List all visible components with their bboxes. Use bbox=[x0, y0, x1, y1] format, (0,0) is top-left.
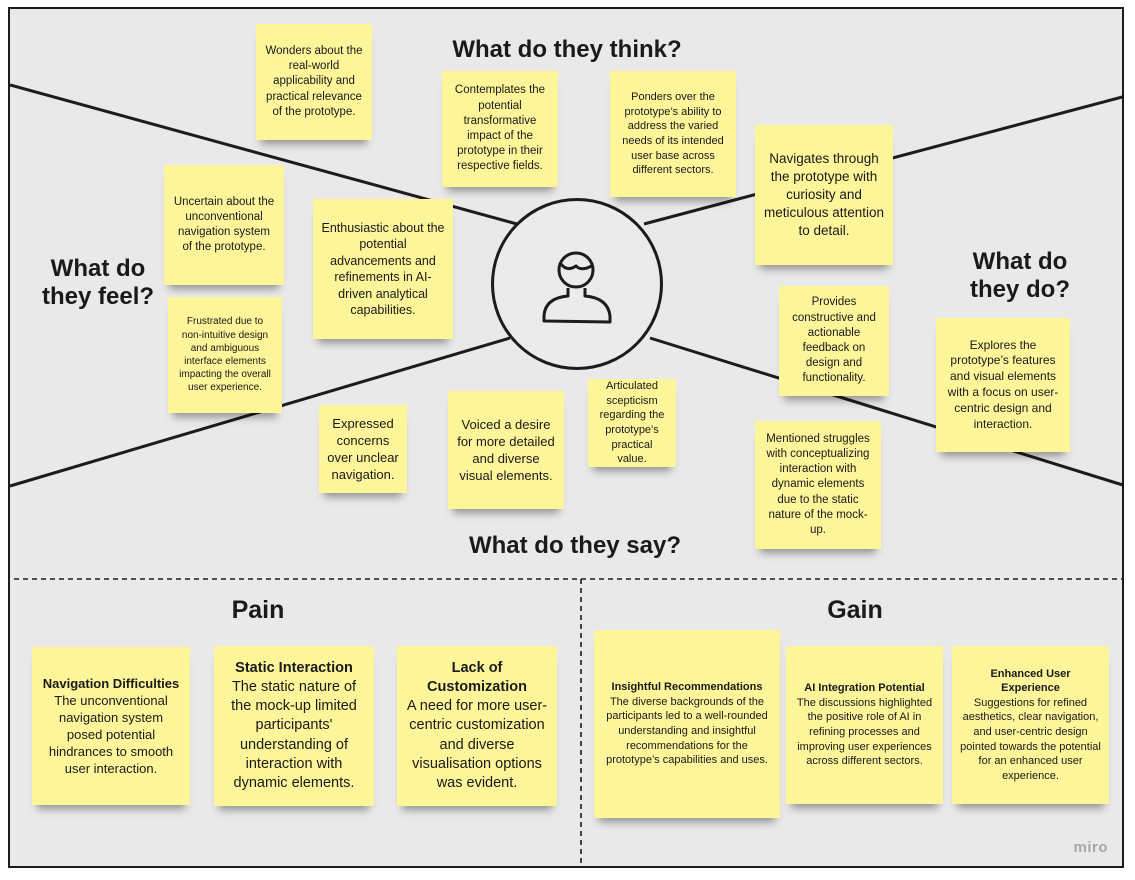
note-text: Mentioned struggles with conceptualizing… bbox=[766, 432, 870, 536]
do-heading-line-1: What do bbox=[972, 248, 1068, 275]
pain-note-body: The static nature of the mock-up limited… bbox=[231, 679, 357, 791]
sticky-note-think-transformative[interactable]: Contemplates the potential transformativ… bbox=[442, 71, 558, 187]
sticky-note-do-explores[interactable]: Explores the prototype’s features and vi… bbox=[936, 318, 1070, 452]
pain-note-title: Static Interaction bbox=[235, 660, 353, 677]
note-text: Voiced a desire for more detailed and di… bbox=[457, 416, 555, 484]
gain-note-ai[interactable]: AI Integration Potential The discussions… bbox=[786, 646, 943, 804]
note-text: Articulated scepticism regarding the pro… bbox=[599, 380, 665, 466]
gain-note-body: Suggestions for refined aesthetics, clea… bbox=[960, 696, 1101, 782]
center-persona-circle bbox=[491, 198, 663, 370]
diagonal-line-bottom-right bbox=[649, 336, 1122, 487]
user-icon bbox=[542, 251, 612, 324]
pain-note-static[interactable]: Static Interaction The static nature of … bbox=[214, 646, 374, 806]
pain-note-title: Navigation Difficulties bbox=[42, 675, 180, 691]
note-text: Explores the prototype’s features and vi… bbox=[947, 337, 1059, 431]
sticky-note-feel-enthusiastic[interactable]: Enthusiastic about the potential advance… bbox=[313, 199, 453, 339]
miro-watermark-logo: miro bbox=[1073, 839, 1108, 856]
gain-heading: Gain bbox=[827, 596, 883, 624]
gain-note-experience[interactable]: Enhanced User Experience Suggestions for… bbox=[952, 646, 1109, 804]
note-text: Frustrated due to non-intuitive design a… bbox=[179, 316, 271, 394]
note-text: Provides constructive and actionable fee… bbox=[792, 296, 876, 385]
think-heading: What do they think? bbox=[452, 36, 682, 63]
note-text: Enthusiastic about the potential advance… bbox=[321, 220, 445, 318]
gain-note-title: Insightful Recommendations bbox=[611, 681, 763, 694]
note-text: Ponders over the prototype’s ability to … bbox=[622, 91, 724, 177]
feel-heading-line-1: What do bbox=[50, 255, 146, 282]
gain-note-body: The discussions highlighted the positive… bbox=[796, 696, 933, 768]
feel-heading: What do they feel? bbox=[24, 255, 172, 310]
gain-note-body: The diverse backgrounds of the participa… bbox=[606, 695, 768, 767]
note-text: Uncertain about the unconventional navig… bbox=[173, 195, 275, 254]
pain-note-title: Lack of Customization bbox=[427, 660, 527, 696]
sticky-note-do-struggles[interactable]: Mentioned struggles with conceptualizing… bbox=[755, 421, 881, 549]
sticky-note-feel-uncertain[interactable]: Uncertain about the unconventional navig… bbox=[164, 165, 284, 285]
note-text: Contemplates the potential transformativ… bbox=[454, 84, 546, 173]
gain-note-title: AI Integration Potential bbox=[804, 682, 925, 695]
note-text: Navigates through the prototype with cur… bbox=[763, 151, 885, 238]
note-text: Expressed concerns over unclear navigati… bbox=[327, 415, 399, 483]
do-heading: What do they do? bbox=[950, 248, 1090, 303]
sticky-note-do-navigates[interactable]: Navigates through the prototype with cur… bbox=[755, 125, 893, 265]
sticky-note-think-needs[interactable]: Ponders over the prototype’s ability to … bbox=[610, 71, 736, 197]
gain-note-recommendations[interactable]: Insightful Recommendations The diverse b… bbox=[594, 630, 780, 818]
pain-heading: Pain bbox=[231, 596, 285, 624]
pain-note-navigation[interactable]: Navigation Difficulties The unconvention… bbox=[32, 647, 190, 805]
sticky-note-do-feedback[interactable]: Provides constructive and actionable fee… bbox=[779, 286, 889, 396]
sticky-note-say-concerns[interactable]: Expressed concerns over unclear navigati… bbox=[319, 405, 407, 493]
pain-note-customization[interactable]: Lack of Customization A need for more us… bbox=[397, 646, 557, 806]
note-text: Wonders about the real-world applicabili… bbox=[265, 45, 363, 118]
pain-note-body: A need for more user-centric customizati… bbox=[406, 698, 548, 791]
pain-note-body: The unconventional navigation system pos… bbox=[48, 692, 174, 777]
say-heading: What do they say? bbox=[468, 532, 682, 559]
empathy-map-board: What do they think? What do they feel? W… bbox=[8, 7, 1124, 868]
do-heading-line-2: they do? bbox=[970, 275, 1070, 303]
sticky-note-say-desire[interactable]: Voiced a desire for more detailed and di… bbox=[448, 391, 564, 509]
sticky-note-think-applicability[interactable]: Wonders about the real-world applicabili… bbox=[256, 24, 372, 140]
feel-heading-line-2: they feel? bbox=[41, 282, 155, 310]
sticky-note-say-scepticism[interactable]: Articulated scepticism regarding the pro… bbox=[588, 379, 676, 467]
sticky-note-feel-frustrated[interactable]: Frustrated due to non-intuitive design a… bbox=[168, 297, 282, 413]
gain-note-title: Enhanced User Experience bbox=[990, 667, 1071, 695]
